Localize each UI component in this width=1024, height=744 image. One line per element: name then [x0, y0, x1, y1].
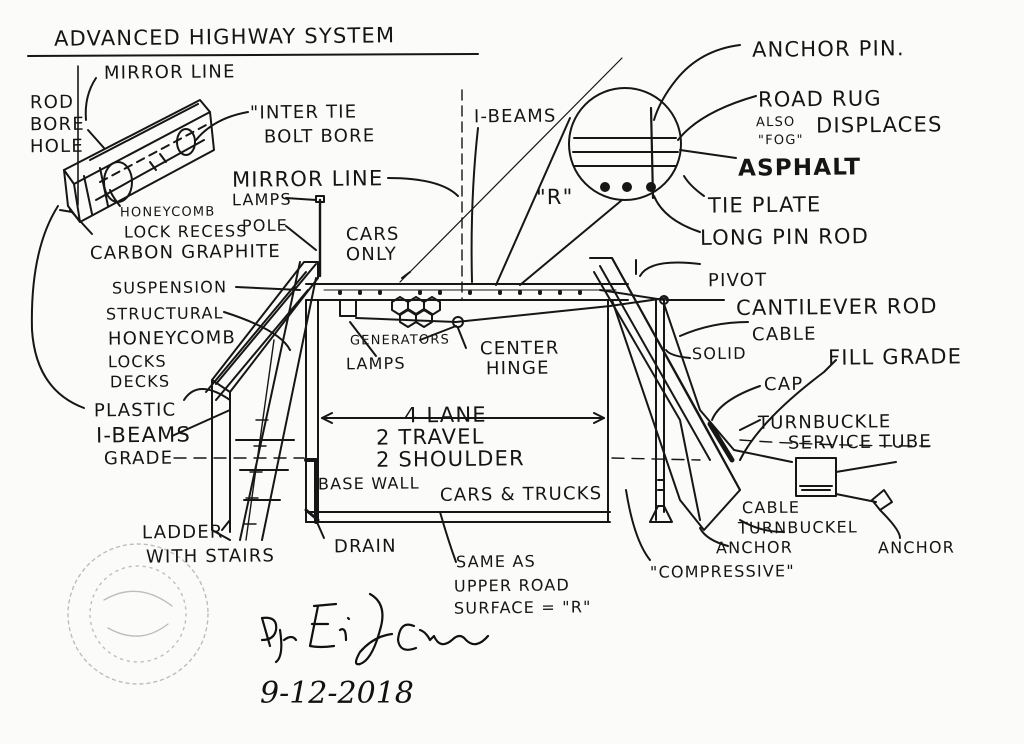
label-asphalt: ASPHALT: [737, 154, 862, 182]
label-surface-r: SURFACE = "R": [453, 597, 592, 618]
label-pole: POLE: [241, 215, 289, 236]
label-cars-trucks: CARS & TRUCKS: [439, 483, 603, 506]
label-ladder: LADDER: [141, 521, 224, 544]
label-honeycomb-locks: HONEYCOMB: [107, 327, 237, 350]
label-mirror-line-top: MIRROR LINE: [103, 61, 236, 84]
label-bolt-bore: BOLT BORE: [263, 125, 376, 148]
label-lock-recess: LOCK RECESS: [123, 221, 248, 242]
label-cable: CABLE: [751, 323, 817, 346]
label-anchor-pin: ANCHOR PIN.: [751, 36, 905, 62]
label-cap: CAP: [763, 373, 804, 396]
label-base-wall: BASE WALL: [317, 473, 420, 494]
right-wall-slope: [589, 257, 741, 531]
label-suspension: SUSPENSION: [111, 277, 228, 298]
label-also: ALSO: [755, 114, 796, 131]
label-same-as: SAME AS: [455, 551, 536, 572]
label-long-pin-rod: LONG PIN ROD: [699, 224, 870, 250]
left-wall-slope: [205, 261, 319, 541]
label-lamps-gen: LAMPS: [345, 353, 406, 374]
label-two-travel: 2 TRAVEL: [375, 424, 485, 450]
label-anchor-right: ANCHOR: [877, 537, 956, 558]
label-mirror-line-mid: MIRROR LINE: [231, 166, 384, 192]
label-locks: LOCKS: [107, 351, 167, 372]
label-turnbuckle: TURNBUCKLE: [757, 411, 892, 434]
label-grade: GRADE: [103, 447, 174, 470]
label-bore: BORE: [29, 113, 85, 136]
label-tie-plate: TIE PLATE: [707, 192, 822, 218]
label-carbon-graphite: CARBON GRAPHITE: [89, 241, 281, 264]
label-pivot: PIVOT: [707, 269, 768, 292]
label-hole: HOLE: [29, 135, 85, 158]
label-r-detail: "R": [535, 184, 574, 210]
title-underline: [27, 53, 479, 57]
label-two-shoulder: 2 SHOULDER: [375, 446, 525, 472]
diagram-title: ADVANCED HIGHWAY SYSTEM: [53, 23, 396, 51]
label-honeycomb: HONEYCOMB: [119, 204, 216, 221]
label-drain: DRAIN: [333, 535, 397, 558]
label-center: CENTER: [479, 337, 560, 360]
label-rod: ROD: [29, 91, 75, 114]
label-hinge: HINGE: [485, 357, 550, 380]
label-i-beams-top: I-BEAMS: [473, 105, 557, 128]
label-i-beams-left: I-BEAMS: [95, 422, 192, 448]
label-four-lane: 4 LANE: [403, 402, 487, 428]
label-with-stairs: WITH STAIRS: [145, 545, 276, 568]
service-tube-box: [795, 457, 837, 497]
label-plastic: PLASTIC: [93, 399, 177, 422]
label-fog: "FOG": [757, 132, 804, 149]
label-turnbuckel: TURNBUCKEL: [737, 517, 859, 538]
faint-stamp: [67, 543, 209, 685]
detail-r-circle: [399, 57, 682, 286]
label-anchor-mid: ANCHOR: [715, 537, 794, 558]
label-road-rug: ROAD RUG: [757, 86, 882, 112]
label-cantilever-rod: CANTILEVER ROD: [735, 293, 938, 321]
label-inter-tie: "INTER TIE: [249, 101, 358, 124]
label-cable-low: CABLE: [741, 497, 801, 518]
signature-drawing: [260, 592, 490, 666]
tunnel-box: [304, 283, 667, 524]
label-generators: GENERATORS: [349, 332, 451, 349]
label-cars-only-2: ONLY: [345, 243, 398, 266]
label-cars-only-1: CARS: [345, 223, 400, 246]
label-upper-road: UPPER ROAD: [453, 575, 571, 596]
label-fill-grade: FILL GRADE: [827, 344, 963, 370]
label-lamps: LAMPS: [231, 189, 292, 210]
label-solid: SOLID: [691, 343, 747, 364]
label-service-tube: SERVICE TUBE: [787, 431, 933, 454]
label-compressive: "COMPRESSIVE": [649, 561, 795, 582]
label-structural: STRUCTURAL: [105, 303, 224, 324]
label-decks: DECKS: [109, 371, 171, 392]
signature-date: 9-12-2018: [260, 676, 414, 711]
label-displaces: DISPLACES: [815, 112, 943, 138]
